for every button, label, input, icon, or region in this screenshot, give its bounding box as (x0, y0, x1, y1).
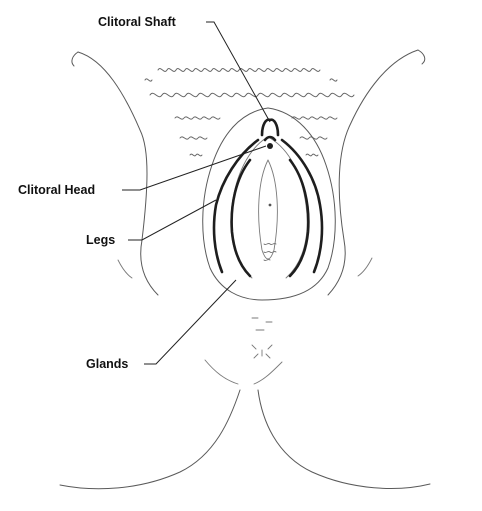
label-legs: Legs (86, 233, 115, 247)
leader-clitoral-shaft (206, 22, 270, 122)
pubic-hair (145, 69, 354, 156)
clitoral-head-mark (267, 143, 273, 149)
clitoral-structures (214, 120, 322, 276)
labels: Clitoral Shaft Clitoral Head Legs Glands (18, 15, 177, 371)
label-clitoral-head: Clitoral Head (18, 183, 95, 197)
lower-marks (252, 318, 272, 358)
label-clitoral-shaft: Clitoral Shaft (98, 15, 177, 29)
leader-glands (144, 280, 236, 364)
label-glands: Glands (86, 357, 128, 371)
leader-lines (122, 22, 270, 364)
